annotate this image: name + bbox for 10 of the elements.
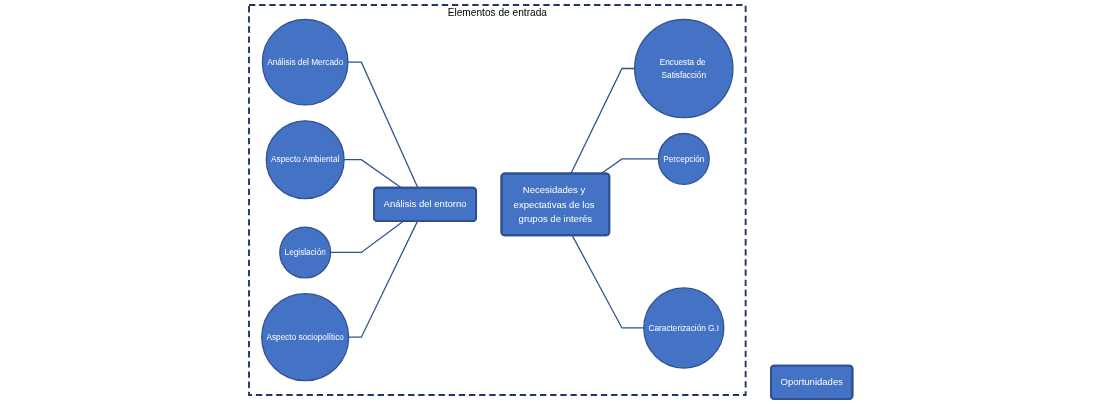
- node-circle: Percepción: [657, 132, 710, 185]
- connector: [343, 159, 403, 189]
- node-circle: Aspecto sociopolítico: [260, 293, 350, 382]
- connector: [600, 158, 659, 175]
- node-circle: Aspecto Ambiental: [265, 120, 345, 200]
- node-circle: Encuesta de Satisfacción: [633, 18, 734, 119]
- node-circle: Legislación: [278, 226, 331, 279]
- connector: [347, 61, 419, 189]
- node-circle: Análisis del Mercado: [261, 18, 349, 106]
- node-circle: Caracterización G.I: [642, 287, 725, 369]
